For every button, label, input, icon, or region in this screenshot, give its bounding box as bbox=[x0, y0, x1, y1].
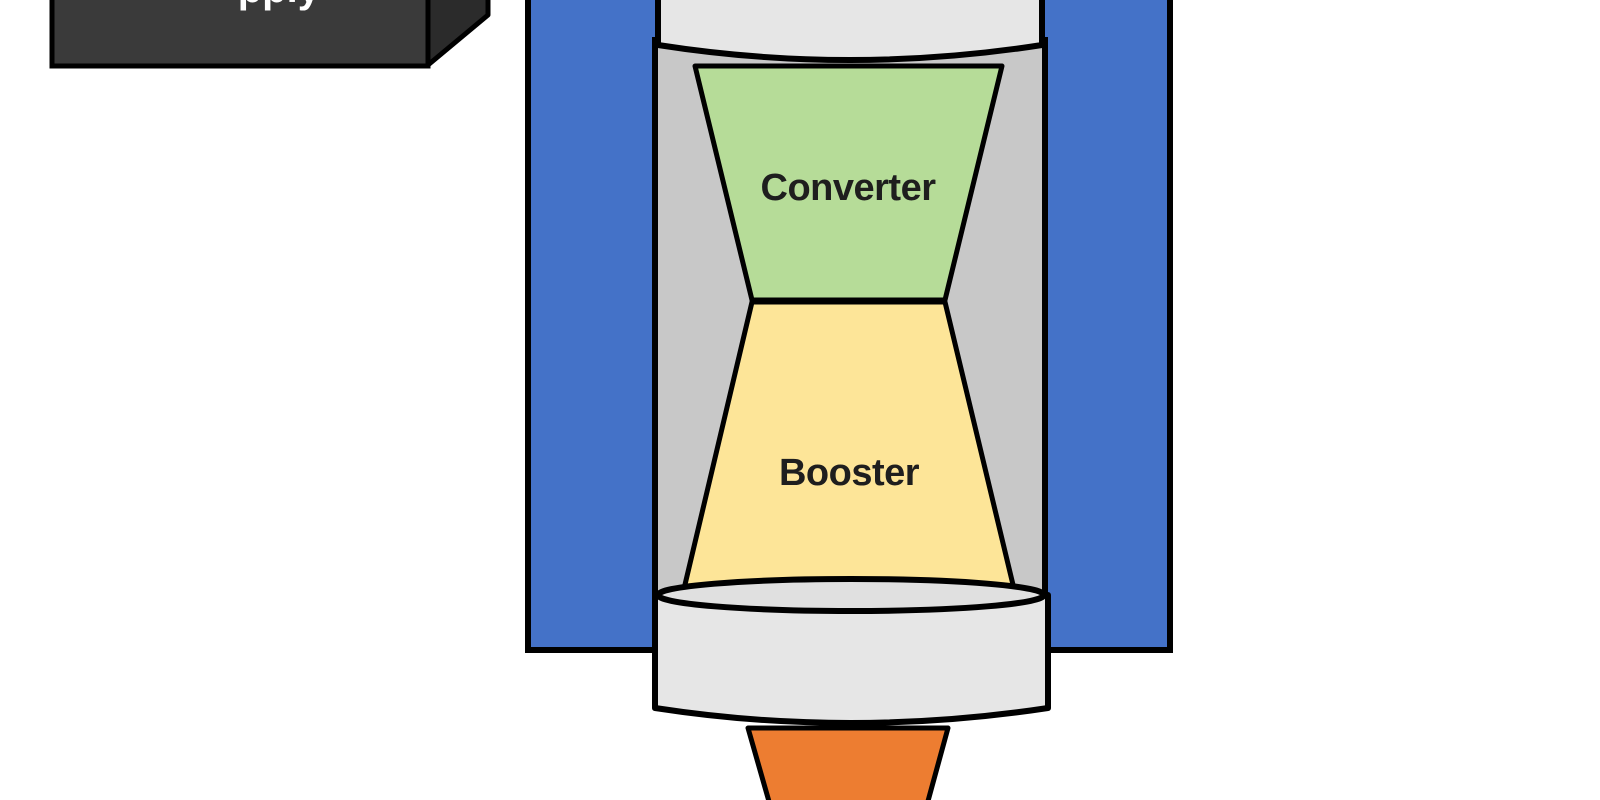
power-supply-box: ··· ··pply bbox=[49, 0, 491, 69]
housing-right-wall bbox=[1037, 0, 1173, 653]
bottom-cap-rim bbox=[655, 576, 1047, 614]
power-box-label: ··· ··pply bbox=[160, 0, 321, 11]
booster-label: Booster bbox=[779, 452, 920, 494]
top-cap bbox=[655, 0, 1045, 63]
bottom-cap bbox=[652, 576, 1051, 726]
top-cap-body bbox=[655, 0, 1045, 63]
power-box-side-face bbox=[425, 0, 491, 68]
housing-left-wall bbox=[525, 0, 661, 653]
converter-label: Converter bbox=[761, 167, 937, 209]
bottom-cap-body bbox=[652, 592, 1051, 726]
power-box-front-face bbox=[49, 0, 431, 69]
sonotrode-horn bbox=[745, 725, 951, 800]
